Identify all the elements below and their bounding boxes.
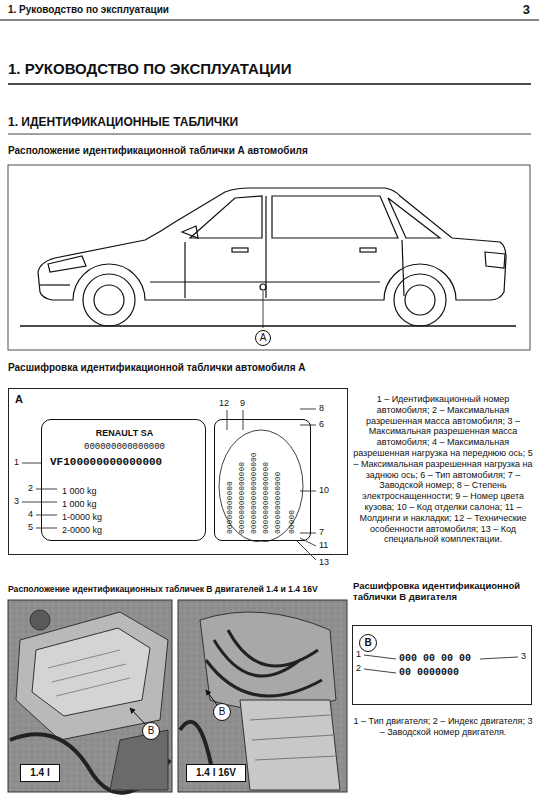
plate-text: 2-0000 kg xyxy=(62,525,102,535)
callout-circle: A xyxy=(255,330,271,346)
page-title: 1. РУКОВОДСТВО ПО ЭКСПЛУАТАЦИИ xyxy=(8,60,291,78)
engine-photo xyxy=(178,600,347,792)
plate-code: 0000000000000 xyxy=(273,472,282,534)
plate-text: 1 000 kg xyxy=(62,486,97,496)
callout-circle: B xyxy=(359,634,377,652)
plate-text: 1 000 kg xyxy=(62,499,97,509)
figure-frame xyxy=(8,165,530,350)
plate-code: 000 00 00 00 xyxy=(399,653,471,665)
callout-number: 11 xyxy=(319,540,328,551)
figure-caption: Расположение идентификационных табличек … xyxy=(8,584,348,594)
callout-circle: B xyxy=(213,703,231,721)
plate-code: 000000000000000 xyxy=(42,442,207,452)
plate-panel: RENAULT SA 000000000000000VF1000000000000… xyxy=(41,419,206,541)
plate-text: 1-0000 kg xyxy=(62,512,102,522)
header-rule xyxy=(0,19,539,20)
engine-photo xyxy=(8,600,172,792)
running-header: 1. Руководство по эксплуатации xyxy=(8,4,169,16)
callout-number: 1 xyxy=(356,649,361,660)
photo-label: 1.4 l 16V xyxy=(186,764,246,782)
callout-number: 4 xyxy=(28,509,33,520)
car-side-view xyxy=(38,188,506,326)
engine-1-4-16v xyxy=(180,612,340,790)
node-text: B xyxy=(219,706,226,718)
leader-arrow xyxy=(130,708,146,725)
callout-number: 8 xyxy=(319,403,324,414)
node-text: B xyxy=(148,725,155,737)
page-number: 3 xyxy=(510,2,530,18)
plate-code: 00000000000000000 xyxy=(249,452,258,534)
plate-code: 00000 xyxy=(287,510,296,534)
plate-code: 000000000000000 xyxy=(237,462,246,534)
node-text: 1.4 l xyxy=(30,767,49,779)
callout-number: 3 xyxy=(14,496,19,507)
plate-code: 000000000000000 xyxy=(261,462,270,534)
callout-number: 9 xyxy=(240,398,245,409)
callout-number: 13 xyxy=(319,557,329,568)
callout-number: 3 xyxy=(521,651,526,662)
node-text: 1.4 l 16V xyxy=(196,767,236,779)
plate-code: VF100000000000000 xyxy=(50,456,162,469)
section-heading: 1. ИДЕНТИФИКАЦИОННЫЕ ТАБЛИЧКИ xyxy=(8,115,238,129)
title-rule xyxy=(8,83,531,85)
callout-number: 1 xyxy=(14,457,19,468)
plate-panel: 0000000000000000000000000000000000000000… xyxy=(214,419,311,541)
plate-b: 000 00 00 00 00 0000000 B xyxy=(352,625,532,705)
node-text: A xyxy=(260,332,267,344)
callout-number: 2 xyxy=(356,663,361,674)
figure-caption: Расшифровка идентификационной таблички а… xyxy=(8,362,306,374)
figure-caption: Расположение идентификационной таблички … xyxy=(8,145,308,157)
section-rule xyxy=(8,134,531,135)
callout-circle: B xyxy=(142,722,160,740)
leader-line xyxy=(263,291,264,328)
callout-number: 2 xyxy=(28,483,33,494)
plate-frame: ARENAULT SA000000000000000VF100000000000… xyxy=(8,388,348,555)
engine-1-4 xyxy=(10,610,170,793)
callout-number: 7 xyxy=(319,527,324,538)
callout-number: 10 xyxy=(319,485,329,496)
legend-note: 1 – Тип двигателя; 2 – Индекс двигателя;… xyxy=(353,716,533,738)
callout-number: 5 xyxy=(28,522,33,533)
plate-code: 00000000000 xyxy=(225,481,234,534)
plate-text: A xyxy=(15,393,23,406)
figure-caption: Расшифровка идентификационной таблички В… xyxy=(353,580,533,603)
leader-line xyxy=(22,409,316,560)
photo-label: 1.4 l xyxy=(20,764,60,782)
callout-number: 12 xyxy=(219,398,229,409)
plate-text: RENAULT SA xyxy=(42,428,207,438)
plate-code: 00 0000000 xyxy=(399,667,459,679)
callout-number: 6 xyxy=(319,419,324,430)
ground-line xyxy=(20,325,516,327)
node-text: B xyxy=(364,637,371,649)
legend-note: 1 – Идентификационный номер автомобиля; … xyxy=(353,394,533,545)
